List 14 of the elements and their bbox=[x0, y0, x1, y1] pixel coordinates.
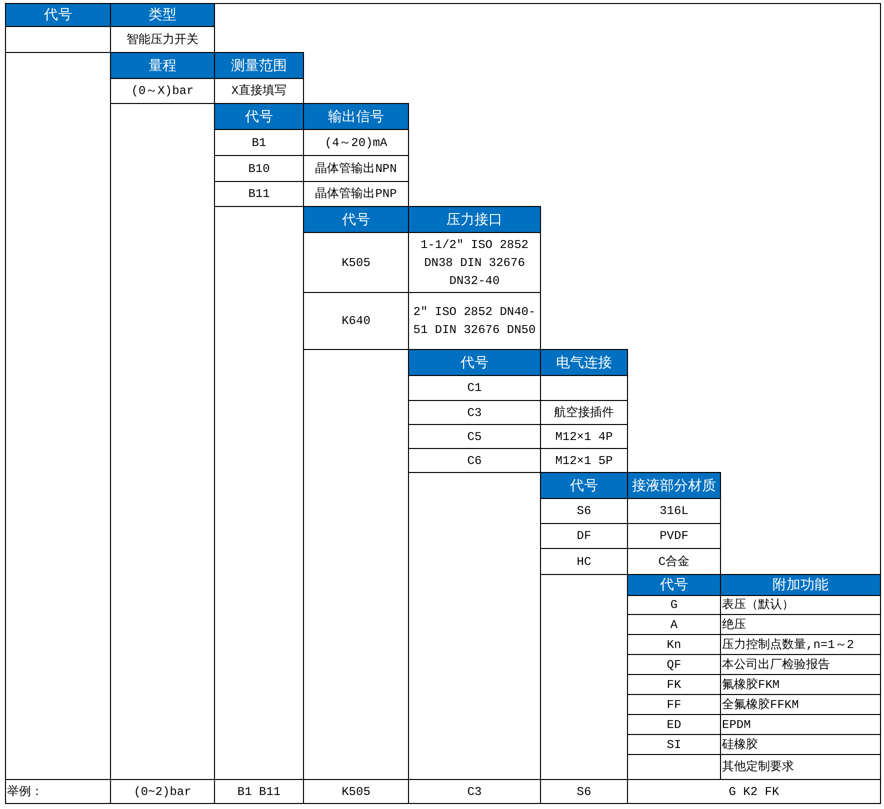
header-cell: 测量范围 bbox=[214, 52, 304, 79]
header-cell: 代号 bbox=[408, 349, 541, 376]
header-cell: 压力接口 bbox=[408, 206, 541, 233]
header-cell: 代号 bbox=[540, 472, 628, 499]
header-cell: 代号 bbox=[303, 206, 409, 233]
header-cell: 电气连接 bbox=[540, 349, 628, 376]
header-cell: 输出信号 bbox=[303, 103, 409, 130]
header-cell: 类型 bbox=[110, 3, 215, 27]
header-cell: 代号 bbox=[5, 3, 111, 27]
header-cell: 代号 bbox=[627, 574, 721, 596]
header-cell: 附加功能 bbox=[720, 574, 881, 596]
header-cell: 量程 bbox=[110, 52, 215, 79]
header-cell: 代号 bbox=[214, 103, 304, 130]
header-cell: 接液部分材质 bbox=[627, 472, 721, 499]
